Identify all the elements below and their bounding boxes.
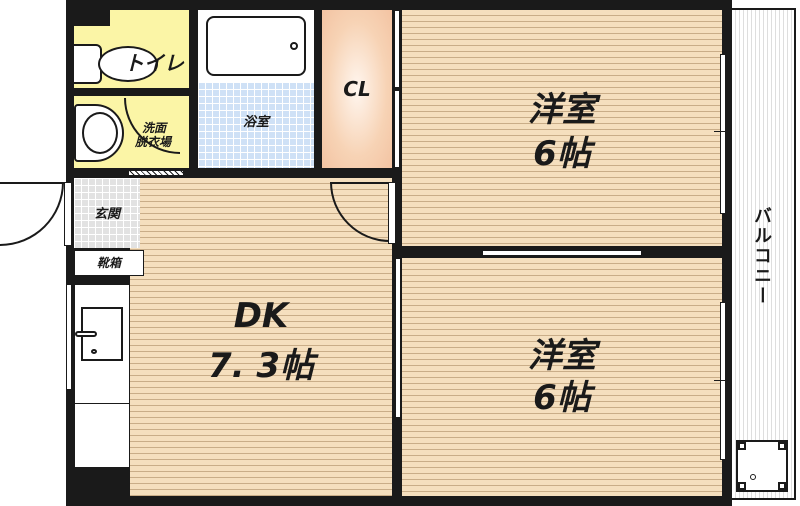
unit-corner xyxy=(778,442,786,450)
dining-kitchen: DK 7. 3帖 xyxy=(130,178,392,496)
closet: CL xyxy=(322,10,392,168)
washroom: 洗面 脱衣場 xyxy=(74,96,189,168)
entrance-door-arc[interactable] xyxy=(0,182,64,246)
entrance-door-frame xyxy=(64,182,72,246)
western-room-1: 洋室 6帖 xyxy=(402,10,722,246)
unit-corner xyxy=(778,482,786,490)
room2-window-mark xyxy=(714,380,738,381)
drain-icon xyxy=(290,42,298,50)
shoe-cabinet-label: 靴箱 xyxy=(96,256,121,270)
closet-door-2[interactable] xyxy=(394,90,400,168)
unit-corner xyxy=(738,482,746,490)
wall-notch xyxy=(74,10,110,26)
western-room-2: 洋室 6帖 xyxy=(402,258,722,496)
bathtub-icon xyxy=(206,16,306,76)
entrance: 玄関 xyxy=(74,178,140,248)
unit-corner xyxy=(738,442,746,450)
room1-window[interactable] xyxy=(720,54,726,214)
entrance-label: 玄関 xyxy=(93,207,120,222)
closet-label: CL xyxy=(343,77,371,101)
washing-machine-icon xyxy=(74,104,124,162)
western-room-1-size: 6帖 xyxy=(533,134,591,174)
sliding-door[interactable] xyxy=(482,250,642,256)
washroom-label-line2: 脱衣場 xyxy=(134,135,171,149)
bathroom-label: 浴室 xyxy=(242,115,269,130)
counter-divider xyxy=(75,403,129,404)
faucet-icon xyxy=(75,331,97,337)
kitchen-counter xyxy=(74,284,130,468)
dk-name: DK xyxy=(233,296,289,336)
drain-icon xyxy=(750,474,756,480)
kitchen-window[interactable] xyxy=(66,284,72,390)
washer-drum xyxy=(82,112,118,154)
room2-window[interactable] xyxy=(720,302,726,460)
room1-window-mark xyxy=(714,131,738,132)
closet-door-1[interactable] xyxy=(394,10,400,88)
shoe-cabinet: 靴箱 xyxy=(74,250,144,276)
toilet-bowl-icon xyxy=(98,46,158,82)
western-room-2-size: 6帖 xyxy=(533,378,591,418)
dk-size: 7. 3帖 xyxy=(207,346,315,386)
toilet-room: トイレ xyxy=(72,10,189,88)
washroom-label-line1: 洗面 xyxy=(141,121,166,135)
bathtub-area xyxy=(198,10,314,82)
washroom-vent xyxy=(128,170,184,176)
toilet-label: トイレ xyxy=(124,51,184,75)
ac-outdoor-unit-icon xyxy=(736,440,788,492)
bathroom: 浴室 xyxy=(198,82,314,168)
western-room-2-name: 洋室 xyxy=(528,336,596,376)
balcony: バルコニー xyxy=(730,8,796,500)
western-room-1-name: 洋室 xyxy=(528,90,596,130)
dk-door-frame xyxy=(388,182,396,244)
room2-door[interactable] xyxy=(395,258,401,418)
balcony-label: バルコニー xyxy=(751,206,772,306)
drain-icon xyxy=(91,349,97,354)
